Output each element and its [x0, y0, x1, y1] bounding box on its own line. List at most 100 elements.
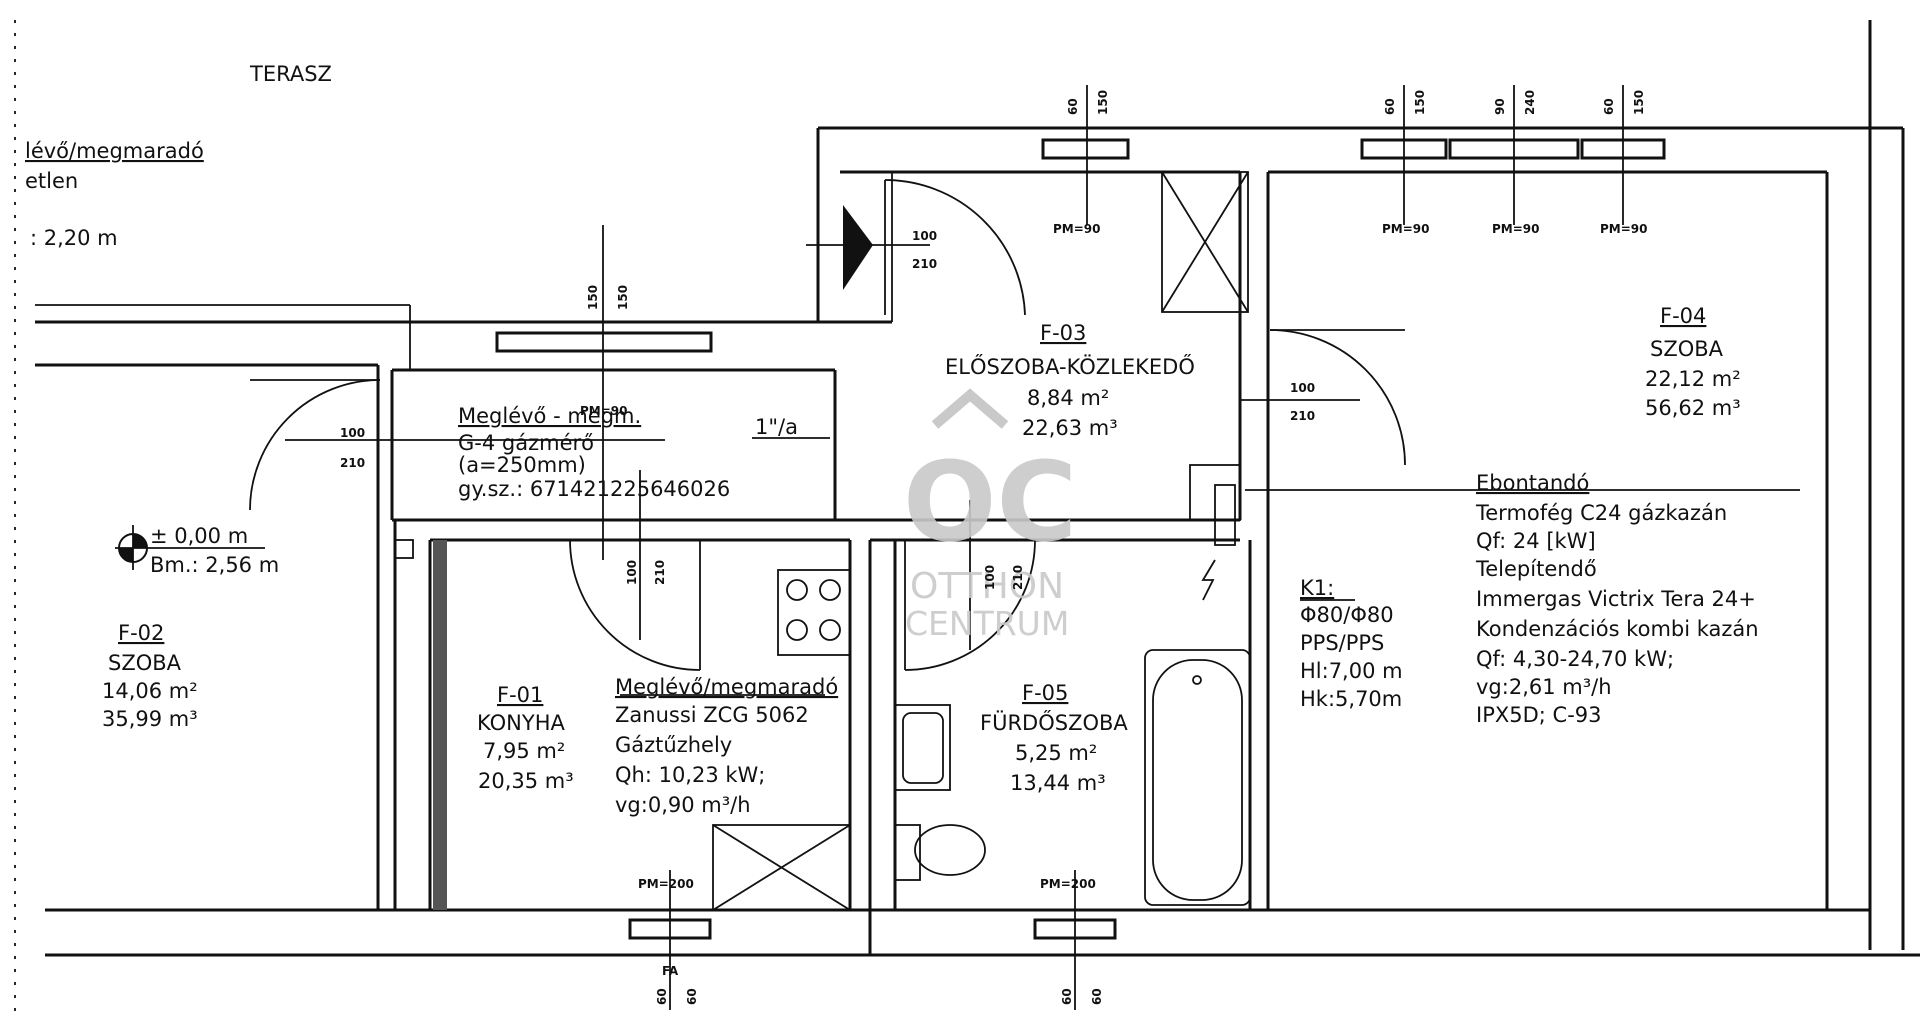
flue-title: K1:: [1300, 576, 1334, 600]
labels: TERASZ lévő/megmaradó etlen : 2,20 m ± 0…: [25, 62, 1759, 1005]
door-height: 210: [912, 257, 937, 271]
boiler-old-model: Termofég C24 gázkazán: [1475, 501, 1727, 525]
bathtub-inner: [1152, 659, 1243, 901]
room-f05-name: FÜRDŐSZOBA: [980, 710, 1128, 735]
column-square: [394, 539, 414, 559]
chimney-shaft: [1161, 171, 1249, 313]
door-height: 210: [340, 456, 365, 470]
bathtub: [1144, 649, 1251, 906]
window-dim: 60: [1090, 988, 1104, 1005]
watermark-line2: CENTRUM: [905, 604, 1069, 643]
pipe-size: 1"/a: [755, 415, 798, 439]
partial-label-1: lévő/megmaradó: [25, 139, 204, 163]
window-dim: 240: [1523, 90, 1537, 115]
partial-label-3: : 2,20 m: [30, 226, 118, 250]
room-f05-area: 5,25 m²: [1015, 741, 1097, 765]
stove-title: Meglévő/megmaradó: [615, 675, 838, 699]
window-dim: 150: [586, 285, 600, 310]
walls: [14, 20, 1920, 1020]
level-value: ± 0,00 m: [150, 524, 248, 548]
window-dim: 60: [1066, 98, 1080, 115]
room-f02-name: SZOBA: [108, 651, 182, 675]
gas-meter-serial: gy.sz.: 671421225646026: [458, 477, 730, 501]
flue-hl: Hl:7,00 m: [1300, 659, 1403, 683]
watermark-mark: OC: [903, 438, 1077, 566]
room-f03-volume: 22,63 m³: [1022, 416, 1118, 440]
window: [495, 331, 713, 353]
door-dim: 100: [983, 565, 997, 590]
window-dim: 60: [655, 988, 669, 1005]
level-height: Bm.: 2,56 m: [150, 553, 279, 577]
toilet: [914, 824, 986, 876]
door-swing: [904, 539, 1036, 671]
room-f01-name: KONYHA: [477, 711, 565, 735]
window-dim: 60: [1060, 988, 1074, 1005]
door-dim: 210: [653, 560, 667, 585]
boiler-new-type: Kondenzációs kombi kazán: [1476, 617, 1759, 641]
door-swing: [249, 379, 381, 511]
boiler-new-model: Immergas Victrix Tera 24+: [1476, 587, 1756, 611]
pm-label: PM=90: [580, 404, 628, 418]
room-f01-code: F-01: [497, 683, 543, 707]
door-swing: [1269, 329, 1406, 466]
room-f02-code: F-02: [118, 621, 164, 645]
window-dim: 150: [616, 285, 630, 310]
partial-label-2: etlen: [25, 169, 78, 193]
door-width: 100: [340, 426, 365, 440]
room-f02-area: 14,06 m²: [102, 679, 198, 703]
window-dim: 60: [1383, 98, 1397, 115]
doors: [249, 179, 1406, 671]
terrace-label: TERASZ: [249, 62, 332, 86]
stove-model: Zanussi ZCG 5062: [615, 703, 809, 727]
flue-material: PPS/PPS: [1300, 631, 1384, 655]
room-f04-name: SZOBA: [1650, 337, 1724, 361]
stove-flow: vg:0,90 m³/h: [615, 793, 751, 817]
room-f04-area: 22,12 m²: [1645, 367, 1741, 391]
room-f04-volume: 56,62 m³: [1645, 396, 1741, 420]
boiler-new-power: Qf: 4,30-24,70 kW;: [1476, 647, 1674, 671]
gas-meter-size: (a=250mm): [458, 453, 586, 477]
pm-label: PM=90: [1382, 222, 1430, 236]
room-f03-area: 8,84 m²: [1027, 386, 1109, 410]
room-f05-volume: 13,44 m³: [1010, 771, 1106, 795]
fixtures: [712, 171, 1251, 911]
windows: [495, 138, 1666, 940]
stove-power: Qh: 10,23 kW;: [615, 763, 765, 787]
door-dim: 210: [1011, 565, 1025, 590]
room-f03-name: ELŐSZOBA-KÖZLEKEDŐ: [945, 354, 1195, 379]
window-dim: 150: [1632, 90, 1646, 115]
gas-meter-title: Meglévő - megm.: [458, 404, 641, 428]
room-f01-area: 7,95 m²: [483, 739, 565, 763]
window-dim: 90: [1493, 98, 1507, 115]
gas-meter-type: G-4 gázmérő: [458, 431, 594, 455]
door-width: 100: [912, 229, 937, 243]
pm-label: PM=90: [1492, 222, 1540, 236]
room-f03-code: F-03: [1040, 321, 1086, 345]
window: [1041, 138, 1130, 160]
room-f05-code: F-05: [1022, 681, 1068, 705]
washbasin: [894, 704, 951, 791]
boiler-install: Telepítendő: [1475, 557, 1597, 581]
arrow-marker: [843, 205, 873, 290]
window-dim: 60: [1602, 98, 1616, 115]
flue-diameter: Φ80/Φ80: [1300, 603, 1394, 627]
stove-type: Gáztűzhely: [615, 733, 732, 757]
pm-label: PM=90: [1600, 222, 1648, 236]
room-f02-volume: 35,99 m³: [102, 707, 198, 731]
boiler-title: Ebontandó: [1476, 471, 1589, 495]
window-dim: 60: [685, 988, 699, 1005]
watermark: OC OTTHON CENTRUM: [903, 388, 1077, 643]
boiler-new-flow: vg:2,61 m³/h: [1476, 675, 1612, 699]
door-swing: [884, 179, 1026, 316]
door-height: 210: [1290, 409, 1315, 423]
door-width: 100: [1290, 381, 1315, 395]
window-dim: 150: [1096, 90, 1110, 115]
pm-label: PM=200: [1040, 877, 1096, 891]
window-dim: 150: [1413, 90, 1427, 115]
fa-label: FA: [662, 964, 679, 978]
room-f01-volume: 20,35 m³: [478, 769, 574, 793]
boiler-protection: IPX5D; C-93: [1476, 703, 1602, 727]
gas-stove: [777, 569, 851, 656]
pm-label: PM=200: [638, 877, 694, 891]
